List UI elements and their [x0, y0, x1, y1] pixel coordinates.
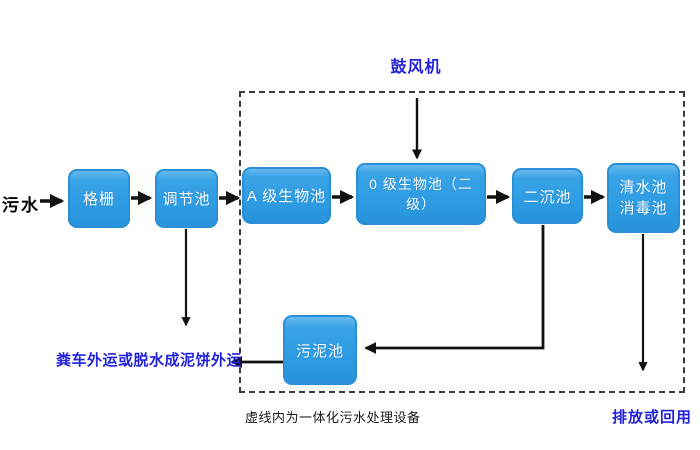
- node-a-bio-tank: A 级生物池: [242, 167, 331, 224]
- node-clear-water-tank-label-line1: 清水池: [619, 179, 668, 196]
- node-sludge-tank-label: 污泥池: [295, 342, 344, 360]
- node-o-bio-tank: 0 级生物池（二级）: [356, 163, 486, 225]
- node-clear-water-tank: 清水池 消毒池: [607, 163, 680, 233]
- sludge-out-label: 粪车外运或脱水成泥饼外运: [56, 352, 243, 369]
- node-regulating-tank: 调节池: [155, 169, 218, 228]
- discharge-label: 排放或回用: [612, 409, 693, 426]
- node-grid: 格栅: [68, 169, 130, 228]
- source-label: 污水: [2, 196, 40, 215]
- node-o-bio-tank-label: 0 级生物池（二级）: [369, 176, 473, 212]
- node-sludge-tank: 污泥池: [283, 315, 357, 385]
- node-clear-water-tank-label-line2: 消毒池: [619, 200, 668, 217]
- node-a-bio-tank-label: A 级生物池: [246, 188, 327, 205]
- node-secondary-sedimentation-tank: 二沉池: [512, 168, 583, 224]
- node-secondary-sedimentation-tank-label: 二沉池: [523, 188, 572, 206]
- integrated-equipment-dashed-boundary: [239, 91, 685, 393]
- dashed-box-caption: 虚线内为一体化污水处理设备: [245, 410, 421, 425]
- node-regulating-tank-label: 调节池: [162, 191, 211, 208]
- blower-label: 鼓风机: [390, 59, 442, 76]
- node-grid-label: 格栅: [82, 191, 115, 208]
